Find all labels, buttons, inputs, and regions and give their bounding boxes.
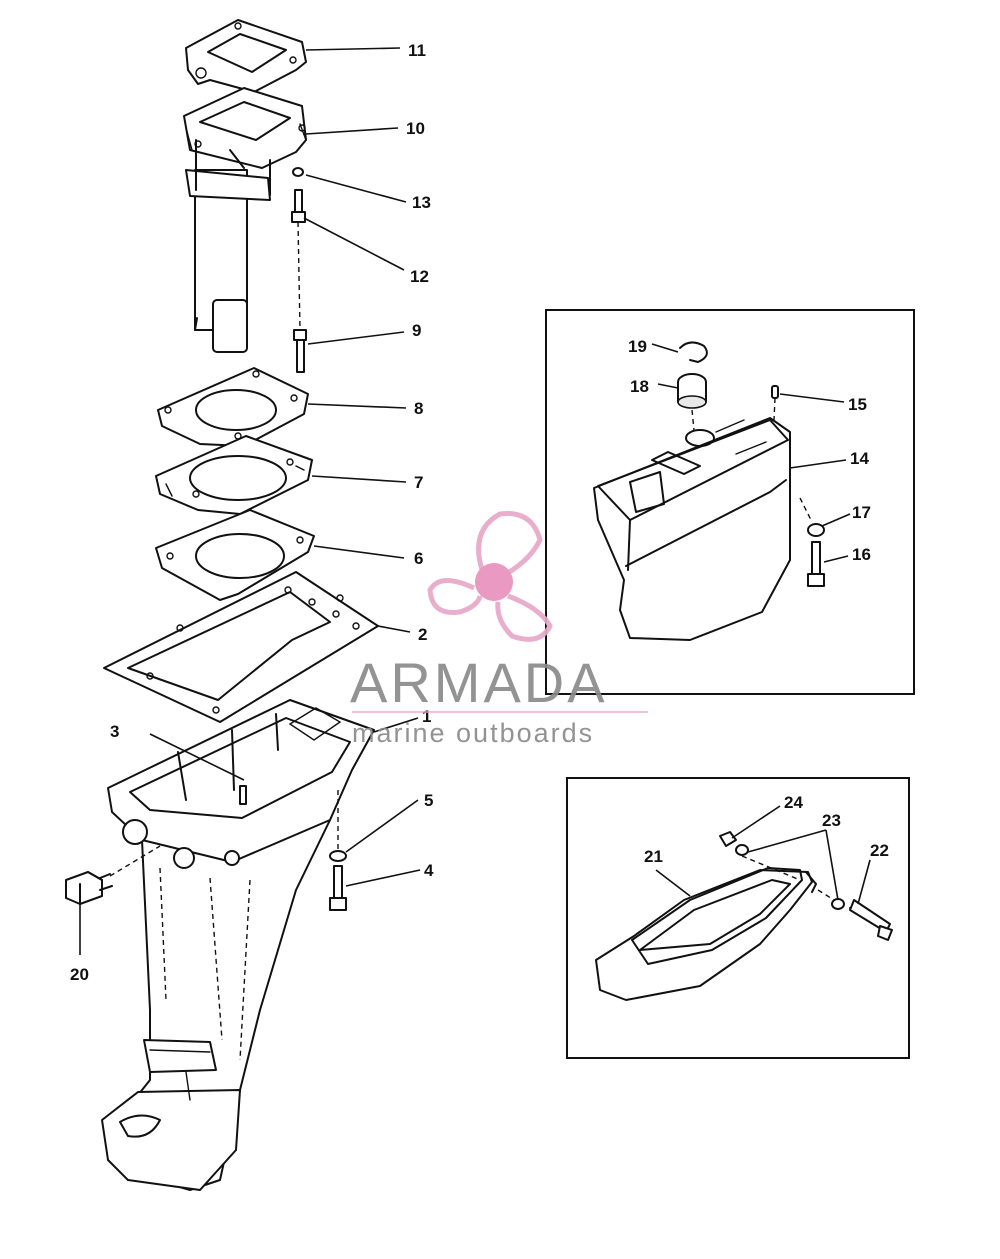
part-8-plate	[157, 367, 309, 447]
assembly-line-1	[109, 845, 161, 877]
callout-13: 13	[412, 193, 431, 212]
armada-watermark: ARMADA marine outboards	[350, 511, 648, 748]
part-11-gasket	[185, 19, 307, 93]
callout-20: 20	[70, 965, 89, 984]
callout-2: 2	[418, 625, 427, 644]
watermark-tagline: marine outboards	[352, 718, 594, 748]
callout-8: 8	[414, 399, 423, 418]
callout-7: 7	[414, 473, 423, 492]
part-7-plate	[155, 435, 313, 515]
inset-box-upper	[545, 309, 915, 695]
callout-17: 17	[852, 503, 871, 522]
propeller-hub	[475, 563, 513, 601]
callout-19: 19	[628, 337, 647, 356]
callout-11: 11	[408, 41, 426, 60]
part-2-gasket	[103, 571, 379, 723]
leader-lines	[79, 47, 871, 955]
part-10-exhaust-tube	[183, 87, 307, 353]
part-4-bolt	[329, 865, 347, 911]
callout-14: 14	[850, 449, 869, 468]
callout-6: 6	[414, 549, 423, 568]
callout-15: 15	[848, 395, 867, 414]
propeller-blade-right	[495, 593, 553, 642]
callout-1: 1	[422, 707, 431, 726]
inset-box-lower	[566, 777, 910, 1059]
part-12-bolt	[291, 189, 306, 223]
part-9-bolt	[293, 329, 307, 373]
callout-16: 16	[852, 545, 871, 564]
callout-3: 3	[110, 722, 119, 741]
part-6-gasket	[155, 509, 315, 601]
propeller-logo-icon	[427, 511, 553, 642]
callout-23: 23	[822, 811, 841, 830]
callout-18: 18	[630, 377, 649, 396]
callout-21: 21	[644, 847, 663, 866]
callout-labels: 11 10 13 12 9 8 7 6 2 1 3 5 4 20 19 18 1…	[70, 41, 889, 984]
assembly-line-2	[297, 221, 301, 331]
propeller-blade-top	[476, 511, 543, 577]
part-13-washer	[292, 167, 304, 177]
callout-24: 24	[784, 793, 803, 812]
callout-5: 5	[424, 791, 433, 810]
propeller-blade-left	[427, 578, 483, 616]
callout-9: 9	[412, 321, 421, 340]
part-20-fitting	[65, 871, 113, 905]
callout-12: 12	[410, 267, 429, 286]
part-5-washer	[329, 850, 347, 862]
callout-10: 10	[406, 119, 425, 138]
callout-4: 4	[424, 861, 434, 880]
part-1-driveshaft-housing	[101, 699, 375, 1191]
watermark-brand: ARMADA	[350, 651, 608, 714]
callout-22: 22	[870, 841, 889, 860]
